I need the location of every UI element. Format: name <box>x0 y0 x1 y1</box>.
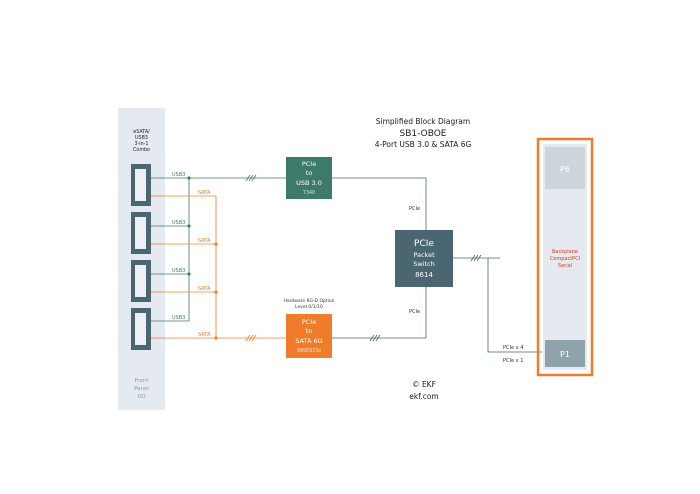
usb-bus-hatch <box>251 174 257 182</box>
junction-dot <box>214 290 218 294</box>
usb-label-2: USB3 <box>172 220 185 226</box>
front-panel-footer-1: Front <box>135 378 150 384</box>
pcie-switch-line-2: Switch <box>413 260 435 268</box>
front-panel-port-2 <box>131 212 151 254</box>
usb-bus-hatch <box>248 174 254 182</box>
sata-controller-line-1: PCIe <box>302 318 316 326</box>
junction-dot <box>214 242 218 246</box>
junction-dot <box>187 224 191 228</box>
front-panel-port-3 <box>131 260 151 302</box>
front-panel-port-4 <box>131 308 151 350</box>
sata-bus-junctions <box>214 242 218 340</box>
connector-p6 <box>545 147 585 189</box>
combo-label-2: USB3 <box>135 135 148 141</box>
pcie-switch-line-1: Packet <box>413 251 435 259</box>
link-hatch <box>375 334 381 342</box>
sata-controller-block: Hardware 6G-D Option Level 0/1/10 PCIe t… <box>283 298 335 358</box>
title-line-1: Simplified Block Diagram <box>376 117 470 126</box>
uplink-x1-label: PCIe x 1 <box>503 358 523 364</box>
link-hatch <box>372 334 378 342</box>
sata-link-label: PCIe <box>409 309 420 315</box>
title-line-2: SB1-OBOE <box>400 129 447 139</box>
uplink-hatch <box>473 254 479 262</box>
pcie-switch-title: PCIe <box>414 239 434 249</box>
sata-controller-line-3: SATA 6G <box>295 337 322 345</box>
sata-controller-line-2: to <box>306 327 313 335</box>
uplink <box>453 254 542 353</box>
backplane: P6 Backplane CompactPCI Serial P1 <box>536 137 594 377</box>
usb-controller-line-1: PCIe <box>302 160 316 168</box>
usb-controller-part: 7340 <box>303 190 315 196</box>
sata-label-3: SATA <box>198 286 211 292</box>
port-inner <box>135 313 146 345</box>
usb-link-label: PCIe <box>409 206 420 212</box>
sata-to-switch-link <box>332 287 427 339</box>
copyright-line-1: © EKF <box>412 380 436 389</box>
sata-bus-hatch <box>251 334 257 342</box>
pcie-links <box>332 177 427 342</box>
front-panel-background <box>118 108 165 410</box>
backplane-frame <box>536 137 594 377</box>
sata-bus-hatch <box>248 334 254 342</box>
usb-controller-line-3: USB 3.0 <box>296 179 322 187</box>
link-hatch <box>369 334 375 342</box>
uplink-hatch <box>476 254 482 262</box>
sata-controller-box <box>286 314 332 358</box>
backplane-label-1: Backplane <box>552 249 578 255</box>
usb-controller-block: PCIe to USB 3.0 7340 <box>286 157 332 199</box>
front-panel-port-1 <box>131 164 151 206</box>
usb-label-1: USB3 <box>172 172 185 178</box>
usb-bus-labels: USB3 USB3 USB3 USB3 <box>172 172 185 321</box>
sata-bus-hatch <box>245 334 251 342</box>
combo-label-1: eSATA/ <box>133 129 150 135</box>
front-panel-footer-3: I/O <box>138 394 146 400</box>
connector-p1-label: P1 <box>560 350 570 359</box>
backplane-label-3: Serial <box>558 263 572 269</box>
pcie-switch-line-3: 8614 <box>415 271 433 279</box>
sata-label-4: SATA <box>198 332 211 338</box>
junction-dot <box>214 336 218 340</box>
uplink-x4-label: PCIe x 4 <box>503 345 523 351</box>
sata-option-line-1: Hardware 6G-D Option <box>283 298 334 304</box>
port-inner <box>135 169 146 201</box>
pcie-switch-box <box>395 230 453 287</box>
front-panel: eSATA/ USB3 3-in-1 Combo Front Panel I/O <box>118 108 165 410</box>
diagram-title: Simplified Block Diagram SB1-OBOE 4-Port… <box>375 117 472 149</box>
combo-label-4: Combo <box>133 147 150 153</box>
combo-label-3: 3-in-1 <box>135 141 149 147</box>
uplink-hatch <box>470 254 476 262</box>
uplink-main <box>487 258 542 353</box>
pcie-switch-block: PCIe Packet Switch 8614 <box>395 230 453 287</box>
usb-controller-box <box>286 157 332 199</box>
usb-bus <box>151 174 286 322</box>
usb-label-3: USB3 <box>172 268 185 274</box>
port-inner <box>135 217 146 249</box>
usb-controller-line-2: to <box>306 169 313 177</box>
title-line-3: 4-Port USB 3.0 & SATA 6G <box>375 140 472 149</box>
junction-dot <box>187 272 191 276</box>
copyright-line-2: ekf.com <box>409 392 438 401</box>
sata-bus <box>151 195 286 342</box>
backplane-label-2: CompactPCI <box>550 256 580 262</box>
sata-label-2: SATA <box>198 238 211 244</box>
front-panel-footer-2: Panel <box>134 386 149 392</box>
port-inner <box>135 265 146 297</box>
sata-option-line-2: Level 0/1/10 <box>295 304 323 310</box>
usb-to-switch-link <box>332 177 427 230</box>
sata-label-1: SATA <box>198 190 211 196</box>
sata-controller-part: 88SE923x <box>297 348 321 354</box>
usb-label-4: USB3 <box>172 315 185 321</box>
sata-bus-labels: SATA SATA SATA SATA <box>198 190 211 338</box>
connector-p6-label: P6 <box>560 165 570 174</box>
connector-p1 <box>545 340 585 367</box>
junction-dot <box>187 176 191 180</box>
usb-bus-hatch <box>245 174 251 182</box>
usb-bus-junctions <box>187 176 191 276</box>
